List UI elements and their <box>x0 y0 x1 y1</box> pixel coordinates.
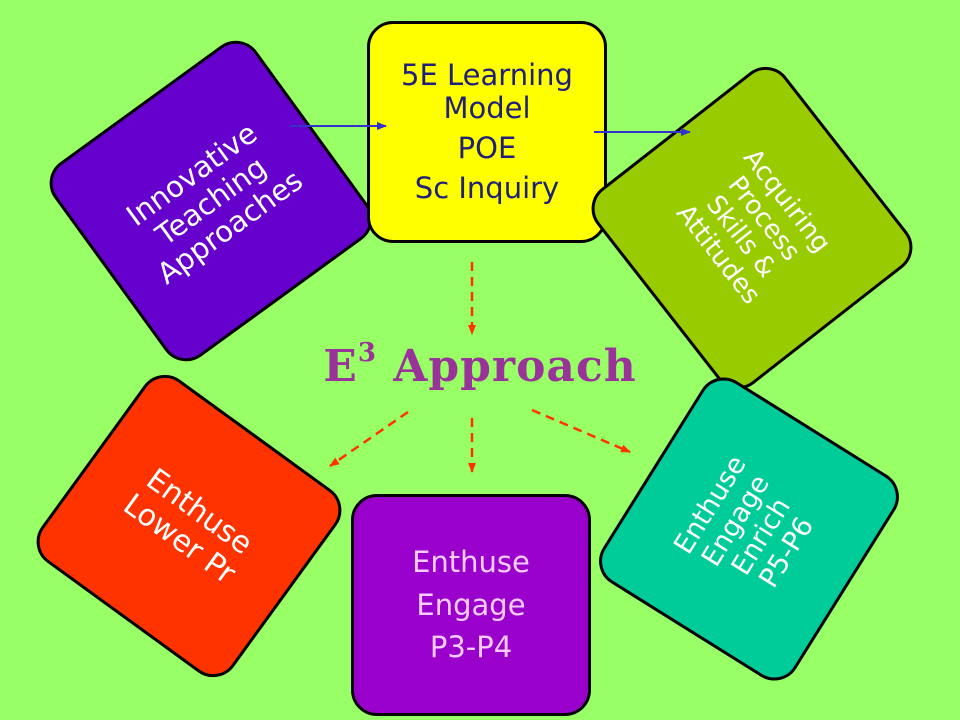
title-superscript: 3 <box>357 338 377 368</box>
e3-approach-title: E3 Approach <box>0 338 960 392</box>
enthuse-engage-p3p4-box: Enthuse Engage P3-P4 <box>351 494 591 716</box>
title-e: E <box>323 341 358 392</box>
middle-line-1: Enthuse <box>412 545 530 580</box>
enthuse-lower-box: Enthuse Lower Pr <box>26 364 352 688</box>
title-approach: Approach <box>393 341 637 392</box>
learning-model-box: 5E Learning Model POE Sc Inquiry <box>367 21 607 243</box>
arrow-approach-to-upper <box>531 408 631 454</box>
innovative-teaching-box: Innovative Teaching Approaches <box>39 30 383 372</box>
enthuse-engage-enrich-box: Enthuse Engage Enrich P5-P6 <box>589 367 909 691</box>
model-line-1: 5E Learning <box>401 58 573 93</box>
middle-line-2: Engage <box>416 587 526 622</box>
middle-line-3: P3-P4 <box>429 630 513 665</box>
model-line-3: POE <box>457 131 517 165</box>
model-line-4: Sc Inquiry <box>414 171 560 206</box>
model-line-2: Model <box>443 90 531 125</box>
arrow-approach-to-lower <box>329 410 409 468</box>
